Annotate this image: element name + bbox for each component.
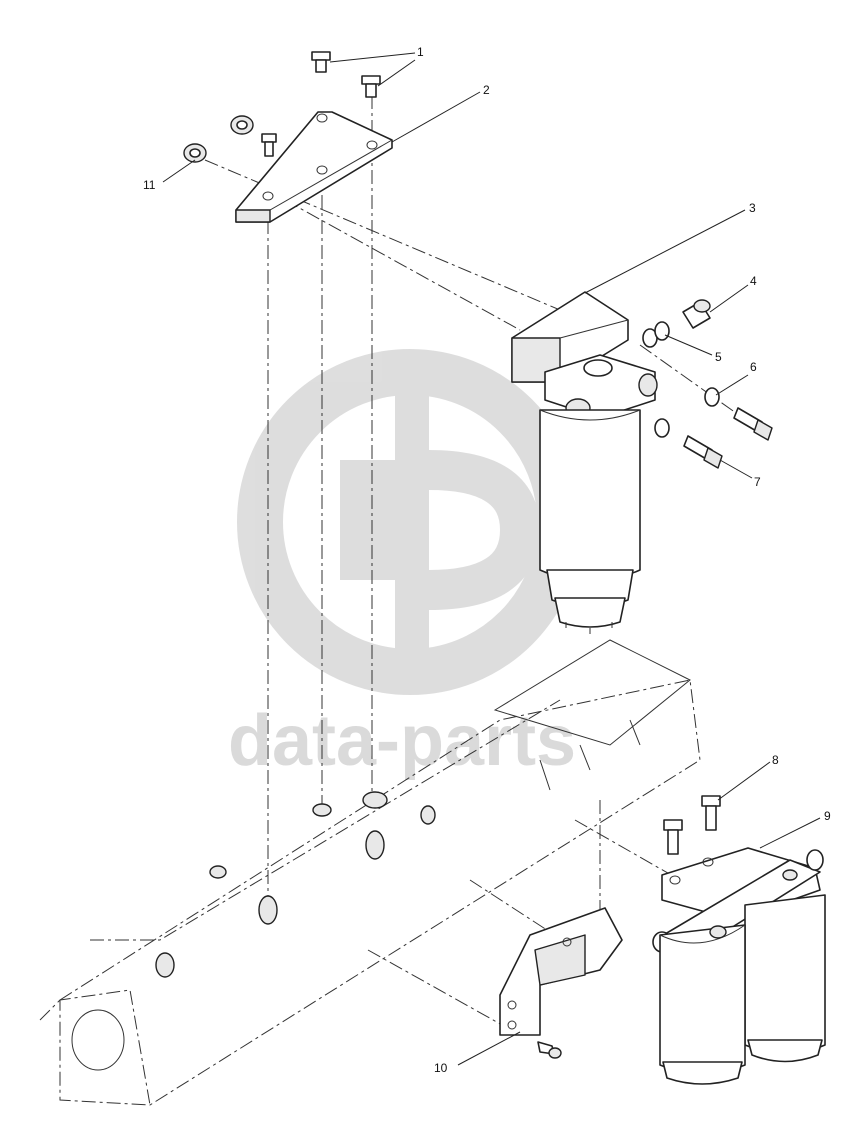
callout-8: 8 [772,753,779,767]
washer-part-6[interactable] [654,387,720,438]
bolt-part-8[interactable] [663,795,721,855]
callout-6: 6 [750,360,757,374]
callout-10: 10 [434,1061,448,1075]
watermark-logo [237,349,583,695]
nut-part-11[interactable] [183,115,277,163]
oil-filter-part-9[interactable] [652,847,826,1085]
callout-7: 7 [754,475,761,489]
callout-2: 2 [483,83,490,97]
fuel-filter-part-3[interactable] [511,291,658,634]
bracket-part-2[interactable] [235,111,393,223]
callout-11: 11 [143,178,156,192]
callout-4: 4 [750,274,757,288]
callout-1: 1 [417,45,424,59]
bolt-part-7[interactable] [683,407,773,469]
seal-washer-part-5[interactable] [642,321,670,348]
callout-5: 5 [715,350,722,364]
bracket-part-10[interactable] [499,907,623,1059]
watermark-text: data-parts [228,701,576,781]
engine-head-outline [39,639,701,1106]
leader-lines [162,52,821,1066]
callout-3: 3 [749,201,756,215]
callout-9: 9 [824,809,831,823]
callout-labels: 1 2 3 4 5 6 7 8 9 10 11 [143,45,831,1075]
banjo-bolt-part-4[interactable] [682,299,711,329]
bolt-part-1[interactable] [311,51,381,98]
